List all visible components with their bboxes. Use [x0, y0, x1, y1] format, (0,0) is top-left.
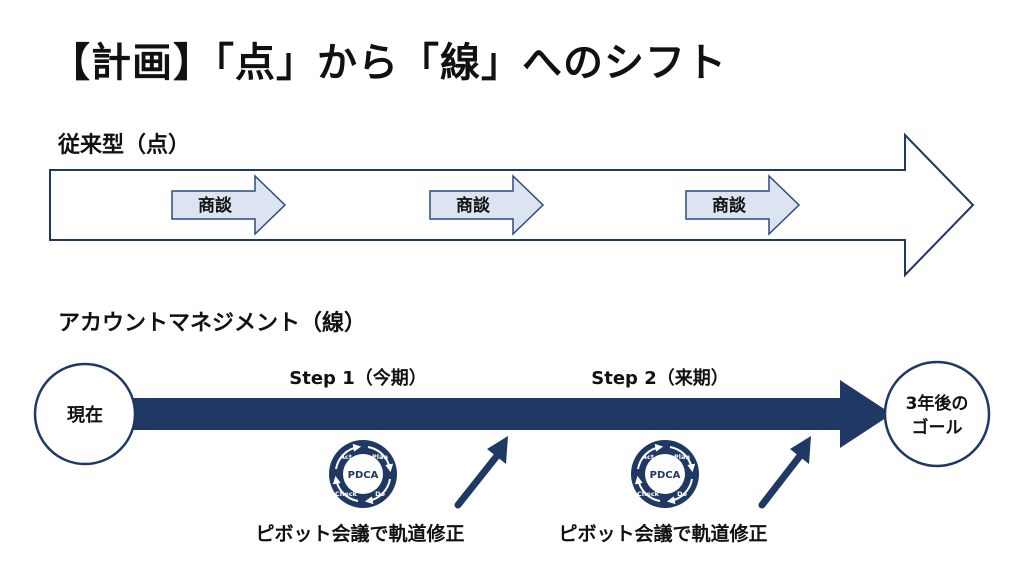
meeting-label-1: 商談 — [198, 195, 233, 216]
pdca-do-label: Do — [677, 490, 687, 498]
meeting-arrow-2: 商談 — [429, 174, 545, 236]
pdca-act-label: Act — [642, 453, 654, 461]
meeting-label-2: 商談 — [456, 195, 491, 216]
start-circle — [33, 362, 137, 466]
account-management-label: アカウントマネジメント（線） — [58, 311, 367, 336]
traditional-label: 従来型（点） — [58, 133, 191, 158]
meeting-label-3: 商談 — [712, 195, 747, 216]
pdca-check-label: Check — [335, 490, 358, 498]
pivot-label-2: ピボット会議で軌道修正 — [558, 522, 767, 545]
step-2-label: Step 2（来期） — [591, 368, 728, 389]
pdca-plan-label: Plan — [372, 453, 388, 461]
pdca-center-label: PDCA — [650, 470, 681, 481]
pdca-cycle-icon-2: PDCA Plan Do Check Act — [631, 440, 699, 508]
account-timeline-arrow — [105, 380, 892, 448]
step-1-label: Step 1（今期） — [289, 367, 426, 389]
pdca-check-label: Check — [637, 490, 660, 498]
pivot-label-1: ピボット会議で軌道修正 — [255, 522, 464, 545]
goal-circle — [883, 360, 991, 468]
goal-label-line1: 3年後の — [906, 393, 969, 414]
pdca-center-label: PDCA — [348, 470, 379, 481]
start-label: 現在 — [67, 404, 103, 426]
pdca-act-label: Act — [340, 453, 352, 461]
page-title: 【計画】「点」から「線」へのシフト — [50, 40, 727, 86]
meeting-arrow-1: 商談 — [171, 174, 287, 236]
pivot-arrow-2 — [758, 436, 811, 509]
pdca-do-label: Do — [375, 490, 385, 498]
meeting-arrow-3: 商談 — [685, 174, 801, 236]
pivot-arrow-1 — [454, 436, 508, 509]
pdca-plan-label: Plan — [674, 453, 690, 461]
goal-label-line2: ゴール — [912, 417, 963, 438]
pdca-cycle-icon-1: PDCA Plan Do Check Act — [329, 440, 397, 508]
